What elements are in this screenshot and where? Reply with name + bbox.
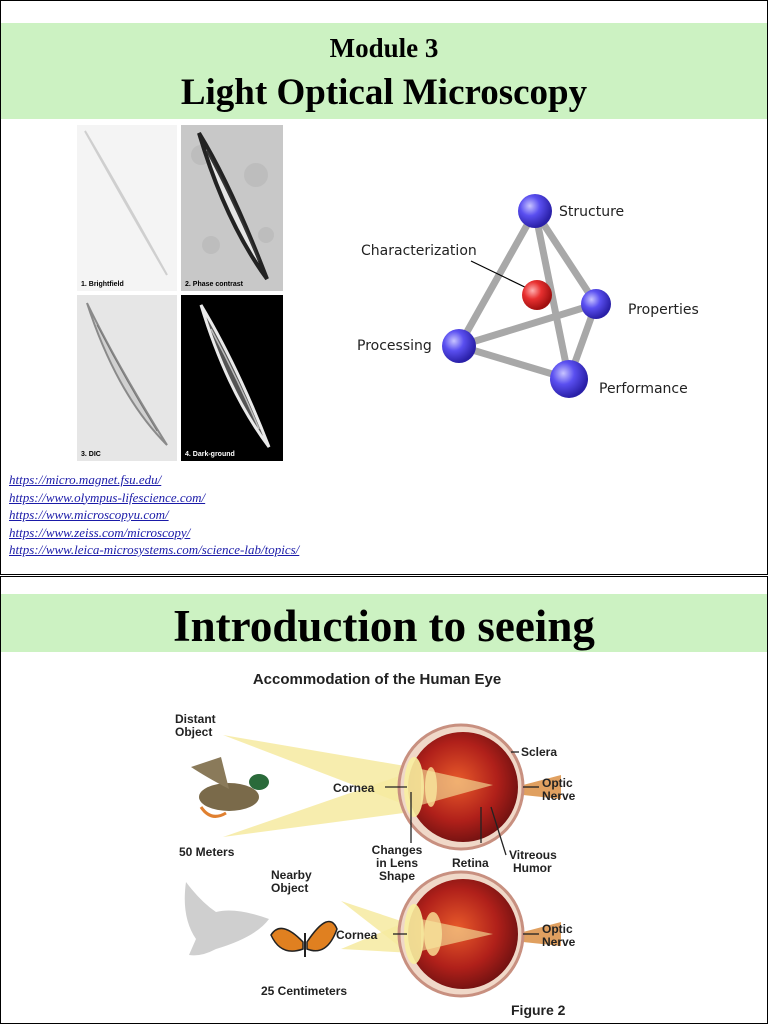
link-micro-magnet[interactable]: https://micro.magnet.fsu.edu/ [9,472,162,487]
performance-label: Performance [599,381,688,397]
optic-nerve-label-bottom: Nerve [542,935,576,949]
figure-caption: Figure 2 [511,1002,566,1018]
slide-1: Module 3 Light Optical Microscopy 1. Bri… [0,0,768,575]
slide-2-header: Introduction to seeing [1,594,767,652]
vitreous-humor-label: Vitreous [509,848,557,862]
module-label: Module 3 [329,33,439,63]
materials-tetrahedron-diagram: Structure Characterization Processing Pr… [357,194,699,398]
slide-2: Introduction to seeing Accommodation of … [0,576,768,1024]
panel-caption: 1. Brightfield [81,281,124,288]
light-ray-lower-bottom [341,919,413,953]
structure-sphere [518,194,552,228]
panel-brightfield: 1. Brightfield [77,125,177,291]
link-microscopyu[interactable]: https://www.microscopyu.com/ [9,507,169,522]
processing-sphere [442,329,476,363]
cornea-label-top: Cornea [333,781,375,795]
figure-heading: Accommodation of the Human Eye [253,671,501,688]
eye-lower [397,870,561,998]
brightfield-diatom-image [84,130,168,276]
properties-label: Properties [628,302,699,318]
characterization-pointer [470,260,534,292]
vitreous-humor-label: Humor [513,861,552,875]
reference-links: https://micro.magnet.fsu.edu/ https://ww… [9,471,299,559]
eye-accommodation-figure: Accommodation of the Human Eye Distant O… [175,671,576,1018]
link-olympus[interactable]: https://www.olympus-lifescience.com/ [9,489,206,505]
label-pointers [385,751,539,935]
nearby-object-label: Nearby [271,868,312,882]
panel-dic: 3. DIC [77,295,177,461]
processing-label: Processing [357,338,432,354]
link-leica[interactable]: https://www.leica-microsystems.com/scien… [9,542,300,557]
slide-1-title: Light Optical Microscopy [180,72,588,113]
duck-image [191,757,269,818]
dark-ground-diatom-image [199,304,271,448]
lens-shape-label: Changes [372,843,423,857]
distance-far-label: 50 Meters [179,845,235,859]
cornea-label-bottom: Cornea [336,928,378,942]
structure-label: Structure [559,204,624,220]
panel-dark-ground: 4. Dark-ground [181,295,283,461]
link-zeiss[interactable]: https://www.zeiss.com/microscopy/ [9,524,191,540]
duck-silhouette [184,882,269,956]
panel-caption: 2. Phase contrast [185,281,243,288]
optic-nerve-label-top: Optic [542,776,573,790]
properties-sphere [581,289,611,319]
characterization-sphere [522,280,552,310]
optic-nerve-label-bottom: Optic [542,922,573,936]
characterization-label: Characterization [361,243,477,259]
slide-2-title: Introduction to seeing [173,601,595,651]
distant-object-label: Distant [175,712,216,726]
microscopy-image-grid: 1. Brightfield 2. Phase contrast 3. DIC [77,125,283,461]
nearby-object-label: Object [271,881,308,895]
panel-caption: 4. Dark-ground [185,451,235,458]
performance-sphere [550,360,588,398]
retina-label: Retina [452,856,489,870]
butterfly-image [270,920,338,957]
optic-nerve-label-top: Nerve [542,789,576,803]
sclera-label: Sclera [521,745,557,759]
lens-shape-label: in Lens [376,856,418,870]
panel-phase-contrast: 2. Phase contrast [181,125,283,291]
panel-caption: 3. DIC [81,451,101,458]
slide-1-header: Module 3 Light Optical Microscopy [1,23,767,119]
lens-shape-label: Shape [379,869,415,883]
phase-contrast-diatom-image [191,131,274,281]
dic-diatom-image [86,302,168,446]
light-ray-upper-bottom [223,772,411,837]
distance-near-label: 25 Centimeters [261,984,347,998]
distant-object-label: Object [175,725,212,739]
